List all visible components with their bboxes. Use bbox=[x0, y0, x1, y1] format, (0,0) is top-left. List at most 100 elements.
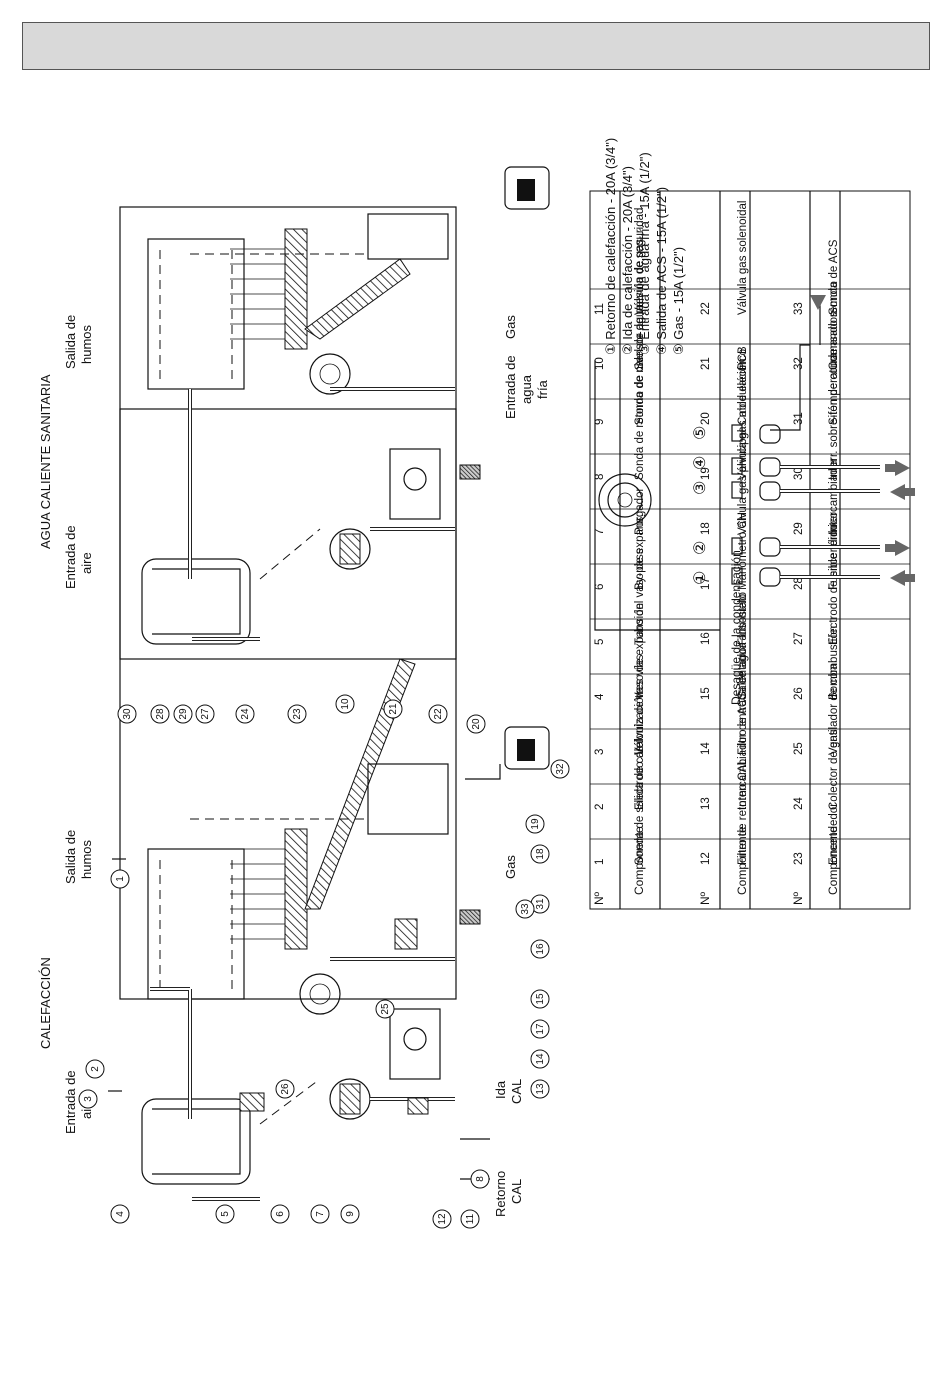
heat-exchanger bbox=[147, 848, 245, 1000]
table-name-21: PCB bbox=[737, 346, 749, 370]
svg-text:24: 24 bbox=[240, 708, 251, 720]
svg-text:19: 19 bbox=[530, 818, 541, 830]
heating-casing bbox=[119, 408, 457, 1000]
table-header-component-3: Componente bbox=[826, 826, 840, 895]
table-num-17: 17 bbox=[700, 577, 712, 590]
connection-number-2: ② bbox=[692, 541, 709, 555]
dhw-remote-control bbox=[504, 166, 550, 210]
svg-text:6: 6 bbox=[275, 1211, 286, 1217]
table-name-12: Filtro de retorno CAL bbox=[737, 758, 749, 865]
table-name-11: Válvula de seguridad bbox=[634, 208, 646, 315]
table-name-17: Manómetro CH bbox=[737, 512, 749, 590]
table-name-28: Fusible térmico bbox=[828, 512, 840, 590]
svg-text:14: 14 bbox=[535, 1053, 546, 1065]
legend-item-2: ② Ida de calefacción - 20A (3/4") bbox=[620, 166, 635, 355]
svg-text:15: 15 bbox=[535, 993, 546, 1005]
table-name-5: Tubo del vaso de expans. bbox=[634, 514, 646, 645]
table-name-7: Purgador bbox=[634, 488, 646, 535]
table-num-4: 4 bbox=[594, 693, 606, 700]
table-name-2: Electrodo de ionización bbox=[634, 691, 646, 810]
retorno-cal-label: RetornoCAL bbox=[493, 1171, 524, 1217]
connection-unit-dial bbox=[598, 473, 652, 527]
connection-number-4: ④ bbox=[692, 456, 709, 470]
svg-text:5: 5 bbox=[220, 1211, 231, 1217]
connections-panel bbox=[594, 295, 915, 631]
table-name-9: Sonda de nivel de agua bbox=[634, 304, 646, 425]
remote-control bbox=[504, 726, 550, 770]
table-name-14: Filtro entrada de agua bbox=[737, 642, 749, 755]
table-header-num-3: Nº bbox=[791, 891, 805, 905]
table-header-num-2: Nº bbox=[698, 891, 712, 905]
table-name-33: Sonda de ACS bbox=[828, 239, 840, 315]
table-name-13: Intercambiador de ACS bbox=[737, 691, 749, 810]
svg-text:9: 9 bbox=[345, 1211, 356, 1217]
combustion-fan bbox=[299, 973, 341, 1015]
table-num-22: 22 bbox=[700, 302, 712, 315]
table-num-7: 7 bbox=[594, 529, 606, 535]
svg-text:10: 10 bbox=[340, 698, 351, 710]
connection-number-5: ⑤ bbox=[692, 426, 709, 440]
svg-text:3: 3 bbox=[83, 1096, 94, 1102]
table-num-14: 14 bbox=[700, 742, 712, 755]
table-num-6: 6 bbox=[594, 584, 606, 590]
table-num-21: 21 bbox=[700, 357, 712, 370]
table-num-12: 12 bbox=[700, 852, 712, 865]
table-num-13: 13 bbox=[700, 797, 712, 810]
svg-text:30: 30 bbox=[122, 708, 133, 720]
table-name-1: Sonda de salida de calef. bbox=[634, 736, 646, 865]
legend-item-1: ① Retorno de calefacción - 20A (3/4") bbox=[603, 138, 618, 355]
table-num-20: 20 bbox=[700, 412, 712, 425]
legend-item-4: ④ Salida de ACS - 15A (1/2") bbox=[654, 187, 669, 355]
table-name-10: Sensor de presión de gas bbox=[634, 239, 646, 370]
table-num-32: 32 bbox=[793, 357, 805, 370]
table-num-28: 28 bbox=[793, 577, 805, 590]
svg-text:8: 8 bbox=[475, 1176, 486, 1182]
table-num-31: 31 bbox=[793, 412, 805, 425]
svg-text:28: 28 bbox=[155, 708, 166, 720]
header-bar bbox=[22, 22, 930, 70]
heating-gas-label: Gas bbox=[503, 855, 518, 879]
table-header-component-1: Componente bbox=[632, 826, 646, 895]
heating-diagram: CALEFACCIÓN Entrada deaire Salida dehumo… bbox=[38, 408, 570, 1229]
svg-text:32: 32 bbox=[555, 763, 566, 775]
table-num-33: 33 bbox=[793, 302, 805, 315]
svg-text:4: 4 bbox=[115, 1211, 126, 1217]
table-num-30: 30 bbox=[793, 467, 805, 480]
svg-text:33: 33 bbox=[520, 903, 531, 915]
table-name-6: By-pass bbox=[634, 548, 646, 590]
svg-text:7: 7 bbox=[315, 1211, 326, 1217]
table-num-24: 24 bbox=[793, 797, 805, 810]
connections-legend: ① Retorno de calefacción - 20A (3/4")② I… bbox=[603, 138, 686, 355]
heating-flue-label: Salida dehumos bbox=[63, 830, 94, 884]
table-num-3: 3 bbox=[594, 749, 606, 755]
table-name-16: Flusostato bbox=[737, 592, 749, 645]
connection-number-3: ③ bbox=[692, 481, 709, 495]
legend-item-5: ⑤ Gas - 15A (1/2") bbox=[671, 247, 686, 355]
dhw-flue-label: Salida dehumos bbox=[63, 315, 94, 369]
pcb bbox=[367, 763, 449, 835]
svg-text:13: 13 bbox=[535, 1083, 546, 1095]
table-num-9: 9 bbox=[594, 419, 606, 425]
table-num-19: 19 bbox=[700, 467, 712, 480]
table-num-27: 27 bbox=[793, 632, 805, 645]
table-name-4: Vaso de expansión bbox=[634, 603, 646, 700]
table-num-16: 16 bbox=[700, 632, 712, 645]
legend-item-3: ③ Entrada de agua fría - 15A (1/2") bbox=[637, 152, 652, 355]
table-header-component-2: Componente bbox=[735, 826, 749, 895]
dhw-pump bbox=[329, 528, 371, 570]
dhw-casing bbox=[119, 206, 457, 660]
svg-text:11: 11 bbox=[465, 1213, 476, 1224]
heating-title: CALEFACCIÓN bbox=[38, 957, 53, 1049]
table-num-8: 8 bbox=[594, 474, 606, 480]
svg-text:31: 31 bbox=[535, 898, 546, 910]
dhw-pcb bbox=[367, 213, 449, 260]
dhw-heat-exchanger bbox=[147, 238, 245, 390]
table-num-26: 26 bbox=[793, 687, 805, 700]
table-num-2: 2 bbox=[594, 804, 606, 810]
arrow-in-3 bbox=[890, 484, 915, 500]
components-table bbox=[589, 190, 911, 910]
dhw-fan bbox=[309, 353, 351, 395]
table-name-18: Válvula gas principal bbox=[737, 430, 749, 535]
